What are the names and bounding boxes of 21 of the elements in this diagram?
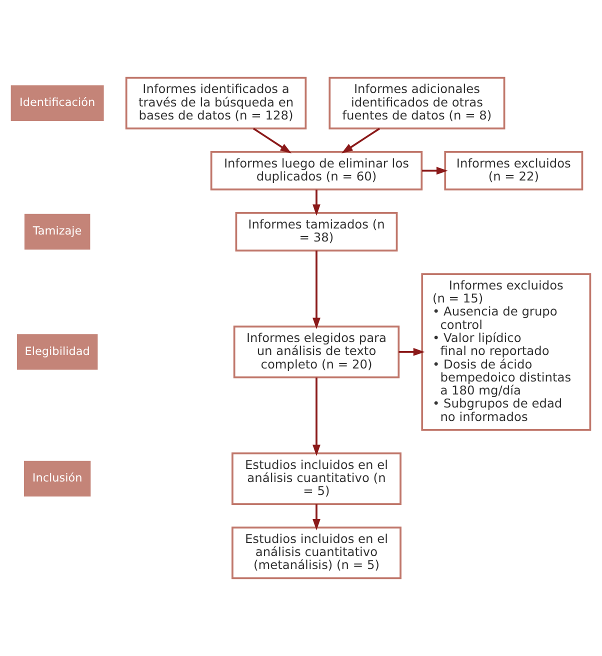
arrow: [252, 128, 292, 154]
arrow: [312, 504, 320, 530]
node-box: Estudios incluidos en el análisis cuantitativo (n = 5): [232, 452, 402, 505]
node-box: Informes excluidos (n = 22): [444, 151, 584, 190]
node-box: Estudios incluidos en el análisis cuantitativo (metanálisis) (n = 5): [232, 526, 402, 580]
arrow: [342, 128, 380, 154]
arrow: [312, 250, 320, 330]
arrow: [312, 378, 320, 456]
arrow: [312, 190, 320, 216]
node-box: Informes adicionales identificados de otras fuentes de datos (n = 8): [328, 76, 506, 130]
node-box: Informes tamizados (n = 38): [235, 212, 398, 252]
arrow: [398, 348, 425, 356]
node-box: Identificación: [10, 85, 104, 121]
node-box: Informes excluidos (n = 15) • Ausencia de grupo control • Valor lipídico final no reportado • Dosis de ácido bempedoico distintas a 180 mg/día • Subgrupos de edad no informados: [421, 273, 592, 431]
node-box: Tamizaje: [24, 214, 90, 250]
node-box: Informes elegidos para un análisis de texto completo (n = 20): [233, 326, 400, 378]
node-box: Informes luego de eliminar los duplicados (n = 60): [210, 151, 423, 190]
arrow: [422, 166, 448, 175]
node-box: Elegibilidad: [16, 334, 98, 370]
node-box: Inclusión: [24, 460, 91, 497]
node-box: Informes identificados a través de la búsqueda en bases de datos (n = 128): [125, 76, 307, 130]
